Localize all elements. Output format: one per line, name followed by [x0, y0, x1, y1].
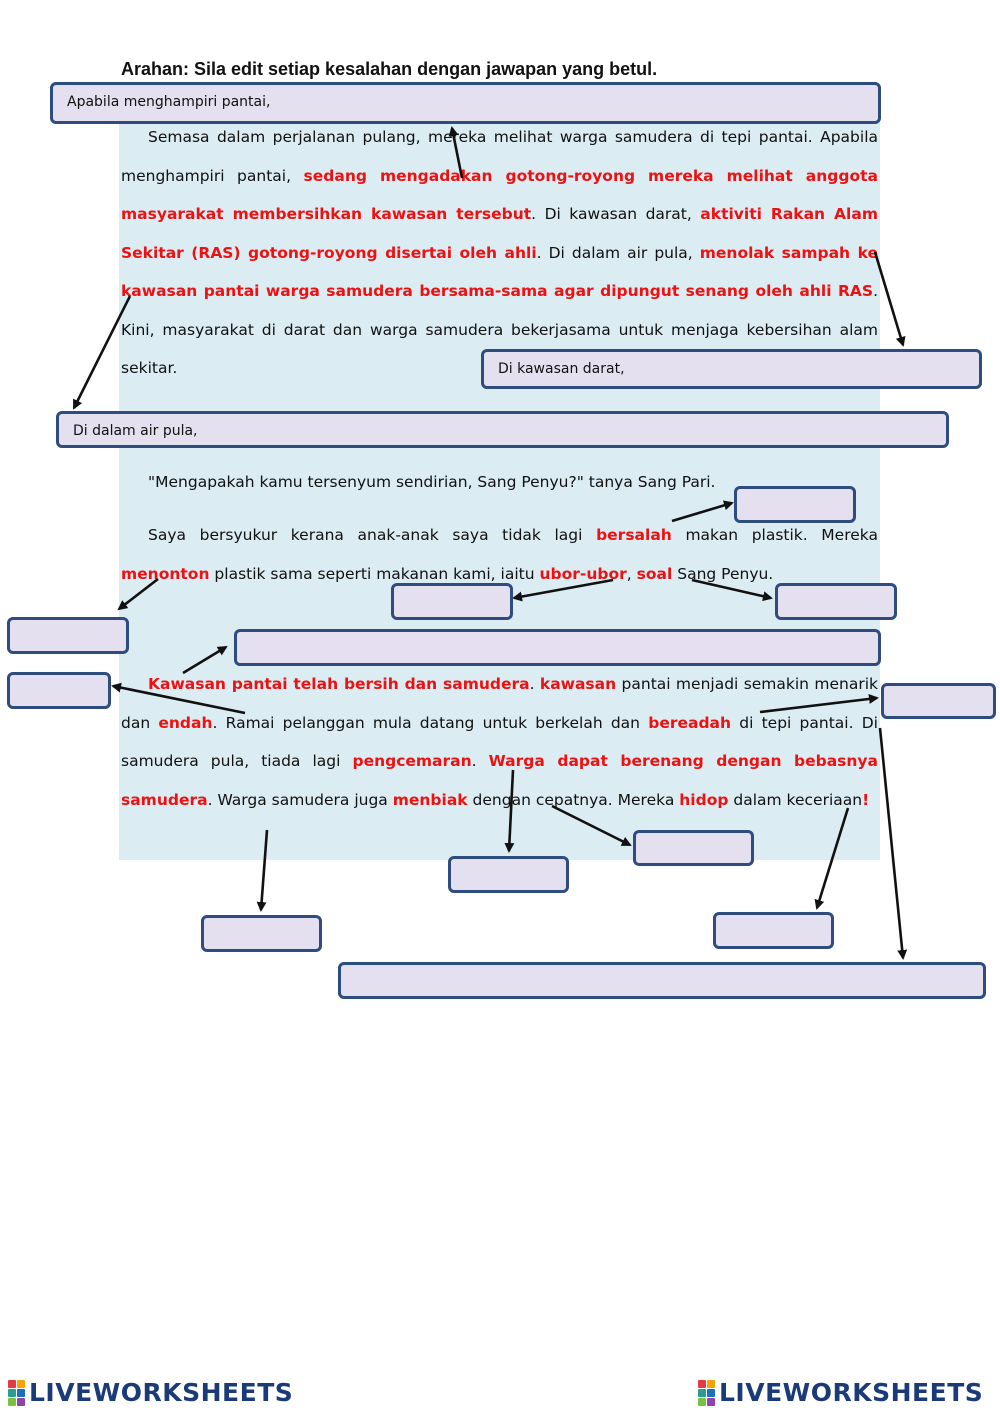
p1-text-2: . Di kawasan darat,	[531, 205, 692, 223]
arrow-10	[759, 693, 879, 714]
arrow-7	[691, 578, 773, 602]
p1-text-3: . Di dalam air pula,	[536, 243, 693, 262]
instruction-heading: Arahan: Sila edit setiap kesalahan denga…	[121, 59, 658, 79]
arrow-8	[182, 645, 228, 675]
answer-box-9[interactable]	[7, 672, 111, 709]
arrow-5	[117, 577, 159, 611]
p3-error-3: ubor-ubor	[539, 565, 627, 583]
arrow-1	[448, 126, 464, 179]
footer-logo-right: LIVEWORKSHEETS	[698, 1378, 983, 1407]
answer-box-6[interactable]	[775, 583, 897, 620]
answer-box-4[interactable]	[734, 486, 856, 523]
liveworksheets-logo-icon	[8, 1379, 25, 1406]
arrow-2	[873, 251, 906, 347]
p4-text-5: .	[471, 752, 477, 770]
p4-error-5: pengcemaran	[352, 752, 472, 770]
p1-error-3: menolak sampah ke kawasan pantai warga s…	[121, 243, 878, 301]
answer-box-14[interactable]	[201, 915, 322, 952]
arrow-13	[814, 807, 850, 910]
answer-box-8[interactable]	[234, 629, 881, 666]
p4-text-7: dengan cepatnya. Mereka	[472, 790, 675, 809]
p3-text-4: ,	[626, 565, 632, 583]
arrow-6	[512, 578, 614, 602]
p4-text-1: .	[529, 675, 535, 693]
answer-box-15[interactable]	[338, 962, 986, 999]
paragraph-1: Semasa dalam perjalanan pulang, mereka m…	[121, 118, 878, 388]
arrow-12	[551, 804, 632, 847]
p4-error-9: !	[862, 790, 870, 809]
answer-box-10[interactable]	[881, 683, 996, 719]
answer-box-12[interactable]	[448, 856, 569, 893]
p4-error-4: bereadah	[648, 713, 732, 732]
paragraph-3: Saya bersyukur kerana anak-anak saya tid…	[121, 516, 878, 594]
p4-text-4: di tepi pantai. Di samudera pula, tiada …	[121, 713, 878, 771]
arrow-3	[72, 295, 132, 410]
arrow-11	[504, 769, 515, 853]
p3-text-1: Saya bersyukur kerana anak-anak saya tid…	[148, 526, 583, 544]
footer-brand-right: LIVEWORKSHEETS	[719, 1378, 984, 1407]
p4-error-8: hidop	[679, 790, 729, 809]
arrow-15	[256, 829, 269, 912]
p4-text-3: . Ramai pelanggan mula datang untuk berk…	[212, 713, 641, 732]
paragraph-2: "Mengapakah kamu tersenyum sendirian, Sa…	[121, 463, 878, 501]
p4-error-6: Warga dapat berenang dengan bebasnya sam…	[121, 752, 878, 809]
footer-brand-left: LIVEWORKSHEETS	[29, 1378, 294, 1407]
p3-text-5: Sang Penyu.	[677, 565, 774, 583]
p4-text-6: . Warga samudera juga	[207, 790, 388, 809]
answer-box-7[interactable]	[7, 617, 129, 654]
p4-error-7: menbiak	[392, 790, 468, 809]
arrow-9	[111, 682, 246, 715]
p4-text-8: dalam keceriaan	[733, 790, 863, 809]
answer-box-3[interactable]: Di dalam air pula,	[56, 411, 949, 448]
p3-error-1: bersalah	[596, 526, 672, 544]
liveworksheets-logo-icon	[698, 1379, 715, 1406]
p4-error-1: Kawasan pantai telah bersih dan samudera	[148, 675, 530, 693]
answer-box-5[interactable]	[391, 583, 513, 620]
p2-text: "Mengapakah kamu tersenyum sendirian, Sa…	[148, 473, 716, 491]
p4-error-3: endah	[158, 713, 213, 732]
paragraph-4: Kawasan pantai telah bersih dan samudera…	[121, 665, 878, 819]
answer-box-13[interactable]	[713, 912, 834, 949]
p4-error-2: kawasan	[539, 675, 617, 693]
p4-text-2: pantai menjadi semakin menarik dan	[121, 675, 878, 732]
p3-text-2: makan plastik. Mereka	[685, 526, 878, 544]
arrow-14	[878, 727, 908, 960]
p3-error-4: soal	[636, 565, 673, 583]
arrow-4	[671, 500, 734, 523]
p3-error-2: menonton	[121, 565, 210, 583]
answer-box-1[interactable]: Apabila menghampiri pantai,	[50, 82, 881, 124]
p3-text-3: plastik sama seperti makanan kami, iaitu	[214, 565, 535, 583]
answer-box-2[interactable]: Di kawasan darat,	[481, 349, 982, 389]
p1-text-4: . Kini, masyarakat di darat dan warga sa…	[121, 282, 878, 377]
answer-box-11[interactable]	[633, 830, 754, 866]
p1-text-1: Semasa dalam perjalanan pulang, mereka m…	[121, 128, 878, 185]
footer-logo-left: LIVEWORKSHEETS	[8, 1378, 293, 1407]
p1-error-2: aktiviti Rakan Alam Sekitar (RAS) gotong…	[121, 205, 878, 262]
p1-error-1: sedang mengadakan gotong-royong mereka m…	[121, 166, 878, 224]
